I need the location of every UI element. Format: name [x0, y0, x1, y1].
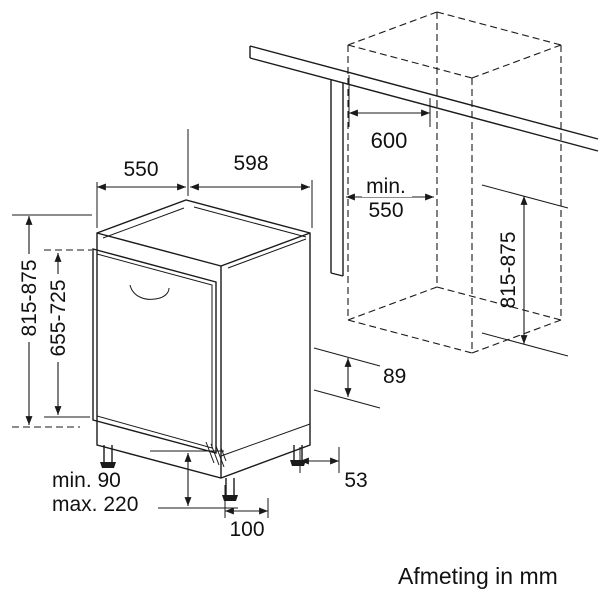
dim-598-width — [190, 180, 313, 228]
dim-niche-815-875-right-label: 815-875 — [497, 231, 520, 308]
dim-niche-height — [481, 184, 569, 357]
dim-niche-min-label: min. — [366, 175, 406, 198]
caption-dimensions-unit: Afmeting in mm — [398, 563, 558, 589]
dim-toe-100 — [224, 485, 269, 518]
cabinet-side-panel — [330, 80, 344, 277]
niche-dashed-outline — [347, 11, 562, 354]
dim-100-label: 100 — [229, 518, 264, 541]
dim-53-label: 53 — [344, 469, 367, 492]
dim-appliance-height — [12, 214, 92, 428]
dim-89-label: 89 — [383, 365, 406, 388]
dim-600-counter-label: 600 — [371, 128, 408, 153]
dim-598-width-label: 598 — [233, 152, 268, 175]
countertop — [249, 45, 599, 152]
door-edge-hatching — [205, 441, 227, 468]
dim-door-height — [44, 249, 92, 418]
door-handle-curve — [129, 284, 170, 300]
dim-base-89 — [313, 347, 381, 409]
dim-offset-53 — [299, 447, 340, 473]
dishwasher-body — [96, 199, 311, 479]
dim-550-depth — [96, 129, 189, 228]
dim-niche-550-label: 550 — [368, 199, 403, 222]
dim-door-655-725-label: 655-725 — [47, 279, 70, 356]
dim-600-counter — [348, 75, 431, 127]
dim-plinth-min-label: min. 90 — [52, 469, 121, 492]
dishwasher-door — [92, 248, 217, 454]
dim-niche-depth — [346, 178, 434, 221]
dim-550-depth-label: 550 — [123, 158, 158, 181]
dim-plinth-max-label: max. 220 — [52, 493, 138, 516]
dim-height-815-875-left-label: 815-875 — [18, 259, 41, 336]
